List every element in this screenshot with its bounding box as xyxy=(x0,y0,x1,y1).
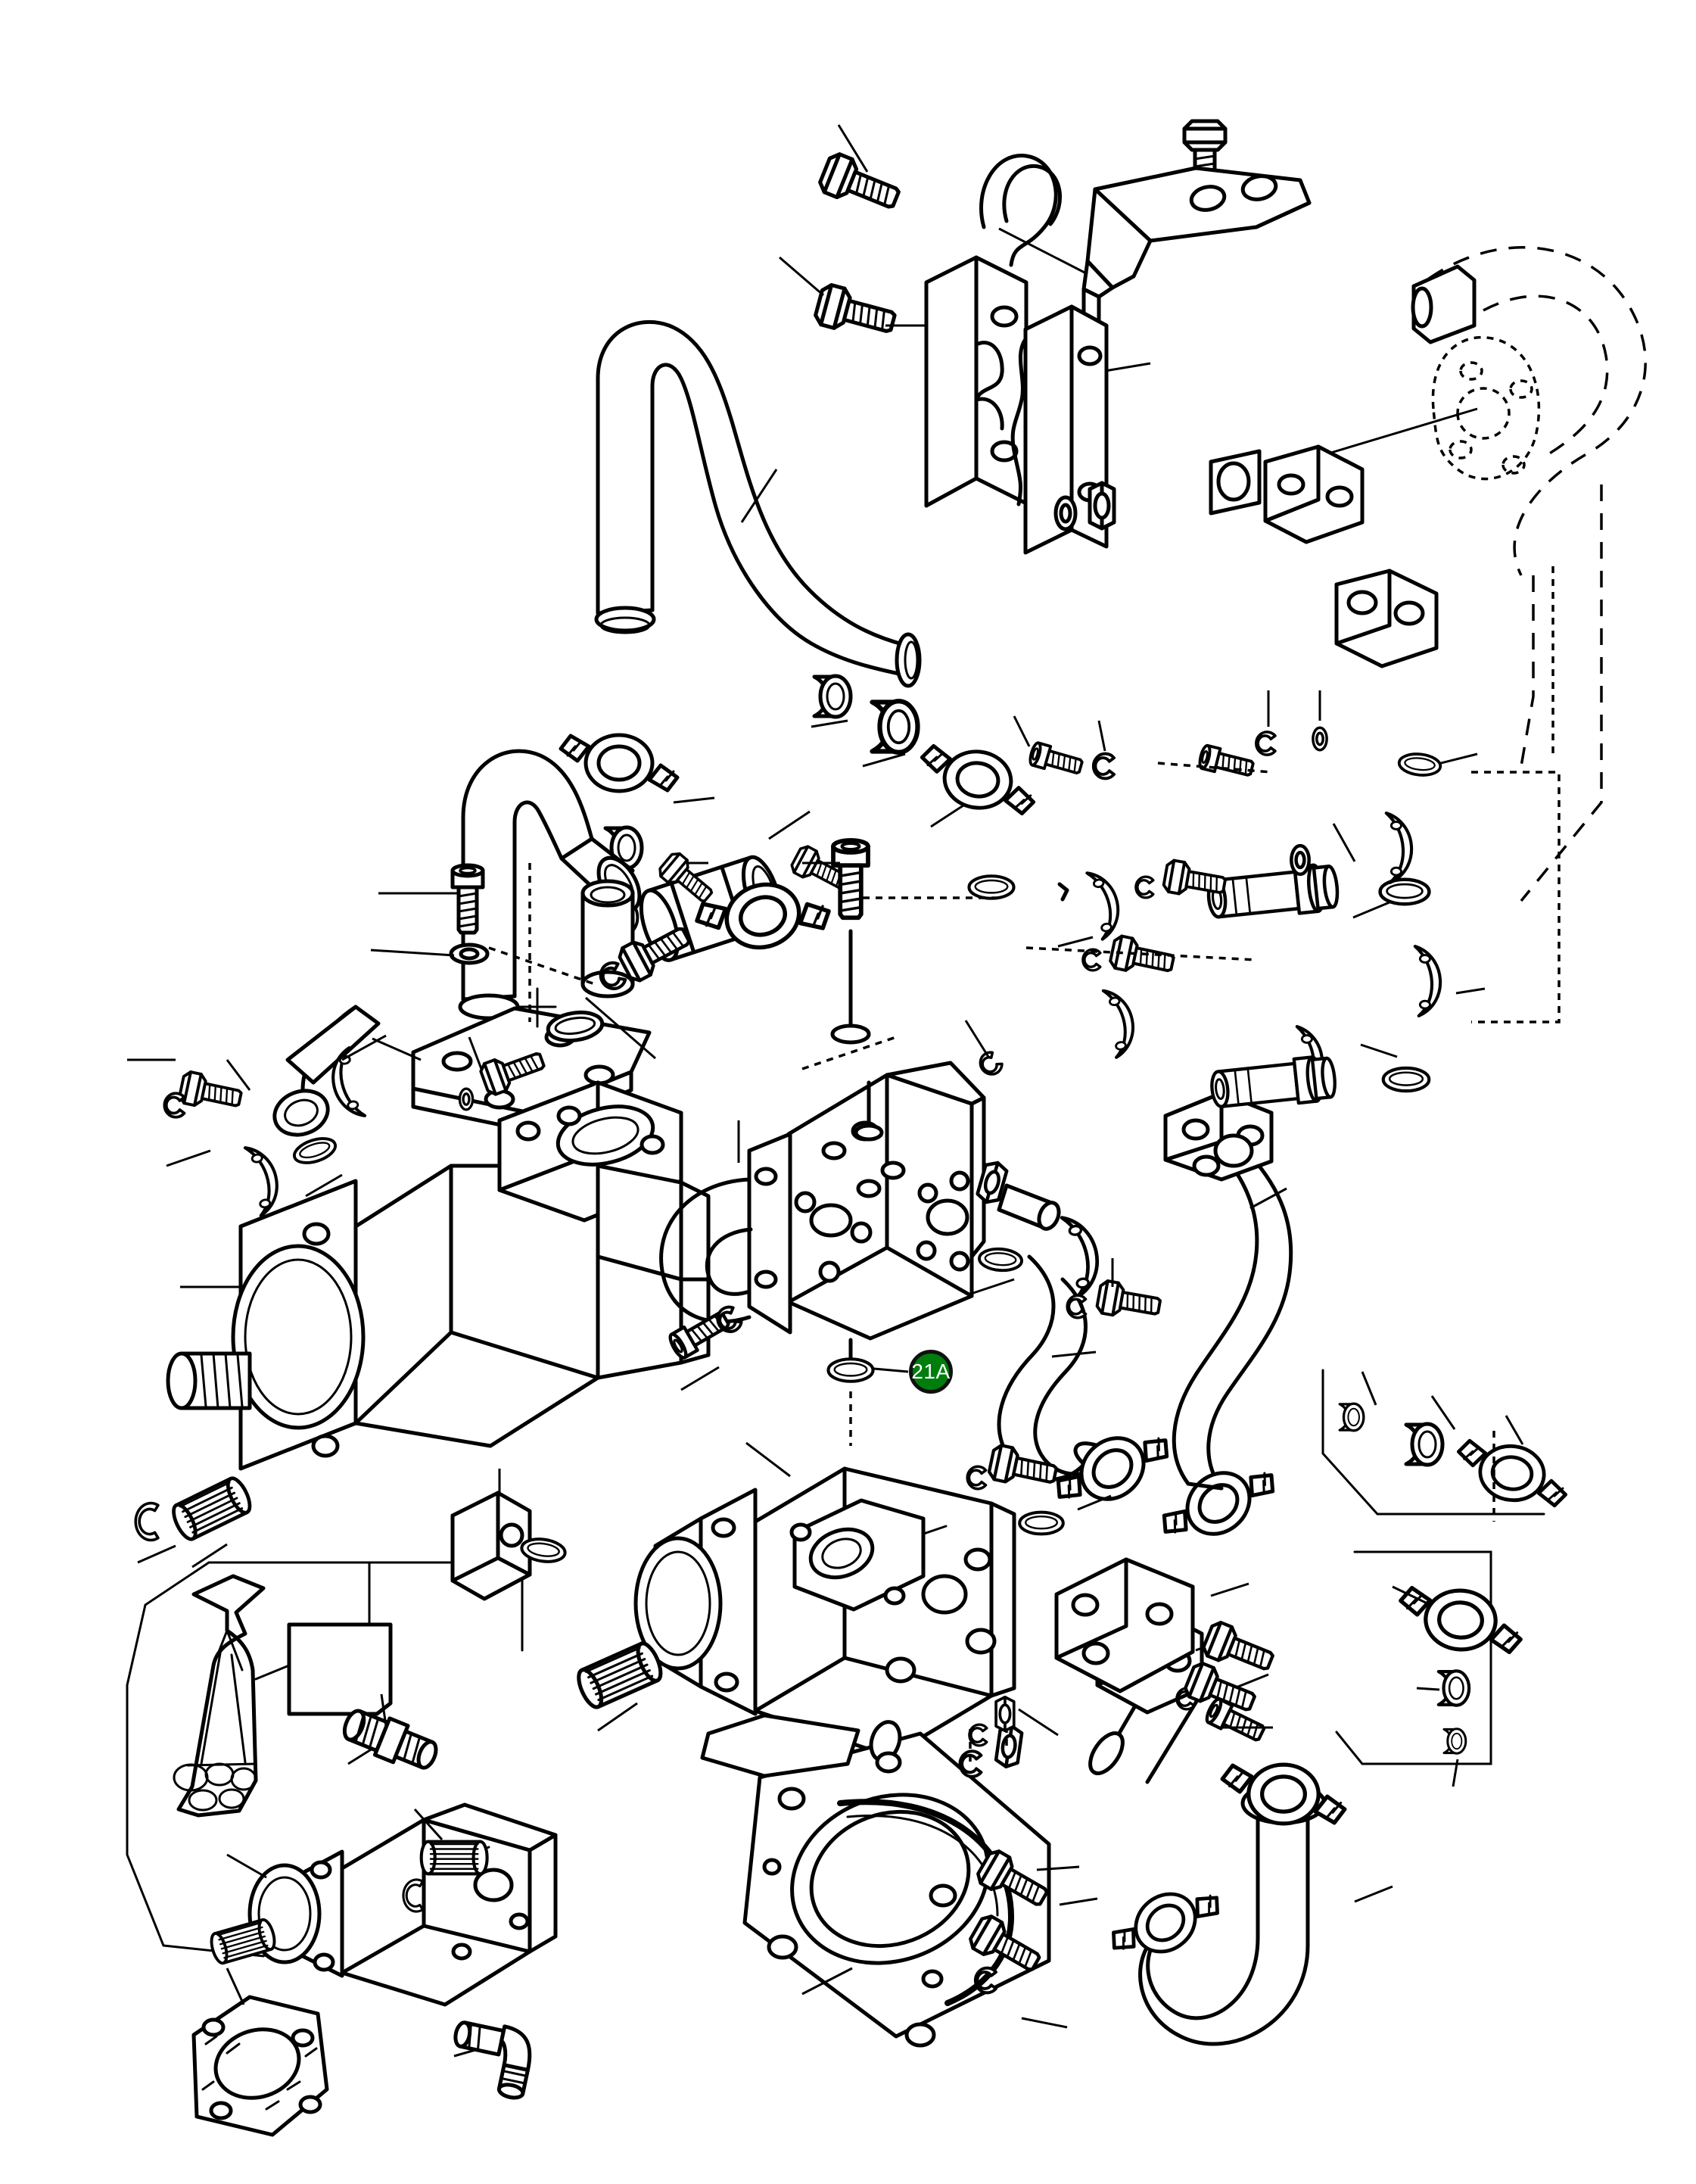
long-cap-screw xyxy=(802,840,871,1045)
right-coupling-cluster xyxy=(1321,1369,1571,1787)
left-split-flange-group xyxy=(127,1005,387,1217)
seal-kit-and-small-pump xyxy=(126,1469,567,2137)
left-small-cluster xyxy=(458,1036,547,1111)
right-pipe-group xyxy=(997,1091,1293,1563)
scattered-hardware xyxy=(863,566,1561,1112)
phantom-hose-group xyxy=(1209,246,1647,902)
lower-right-flange xyxy=(966,1431,1495,1747)
mounting-bracket-group xyxy=(998,121,1312,328)
valve-manifold-block xyxy=(659,1020,1103,1446)
callout-badge-21a[interactable]: 21A xyxy=(909,1350,953,1394)
gear-pump-lower xyxy=(574,1441,1059,1759)
mounting-flange-group xyxy=(700,1713,1098,2048)
